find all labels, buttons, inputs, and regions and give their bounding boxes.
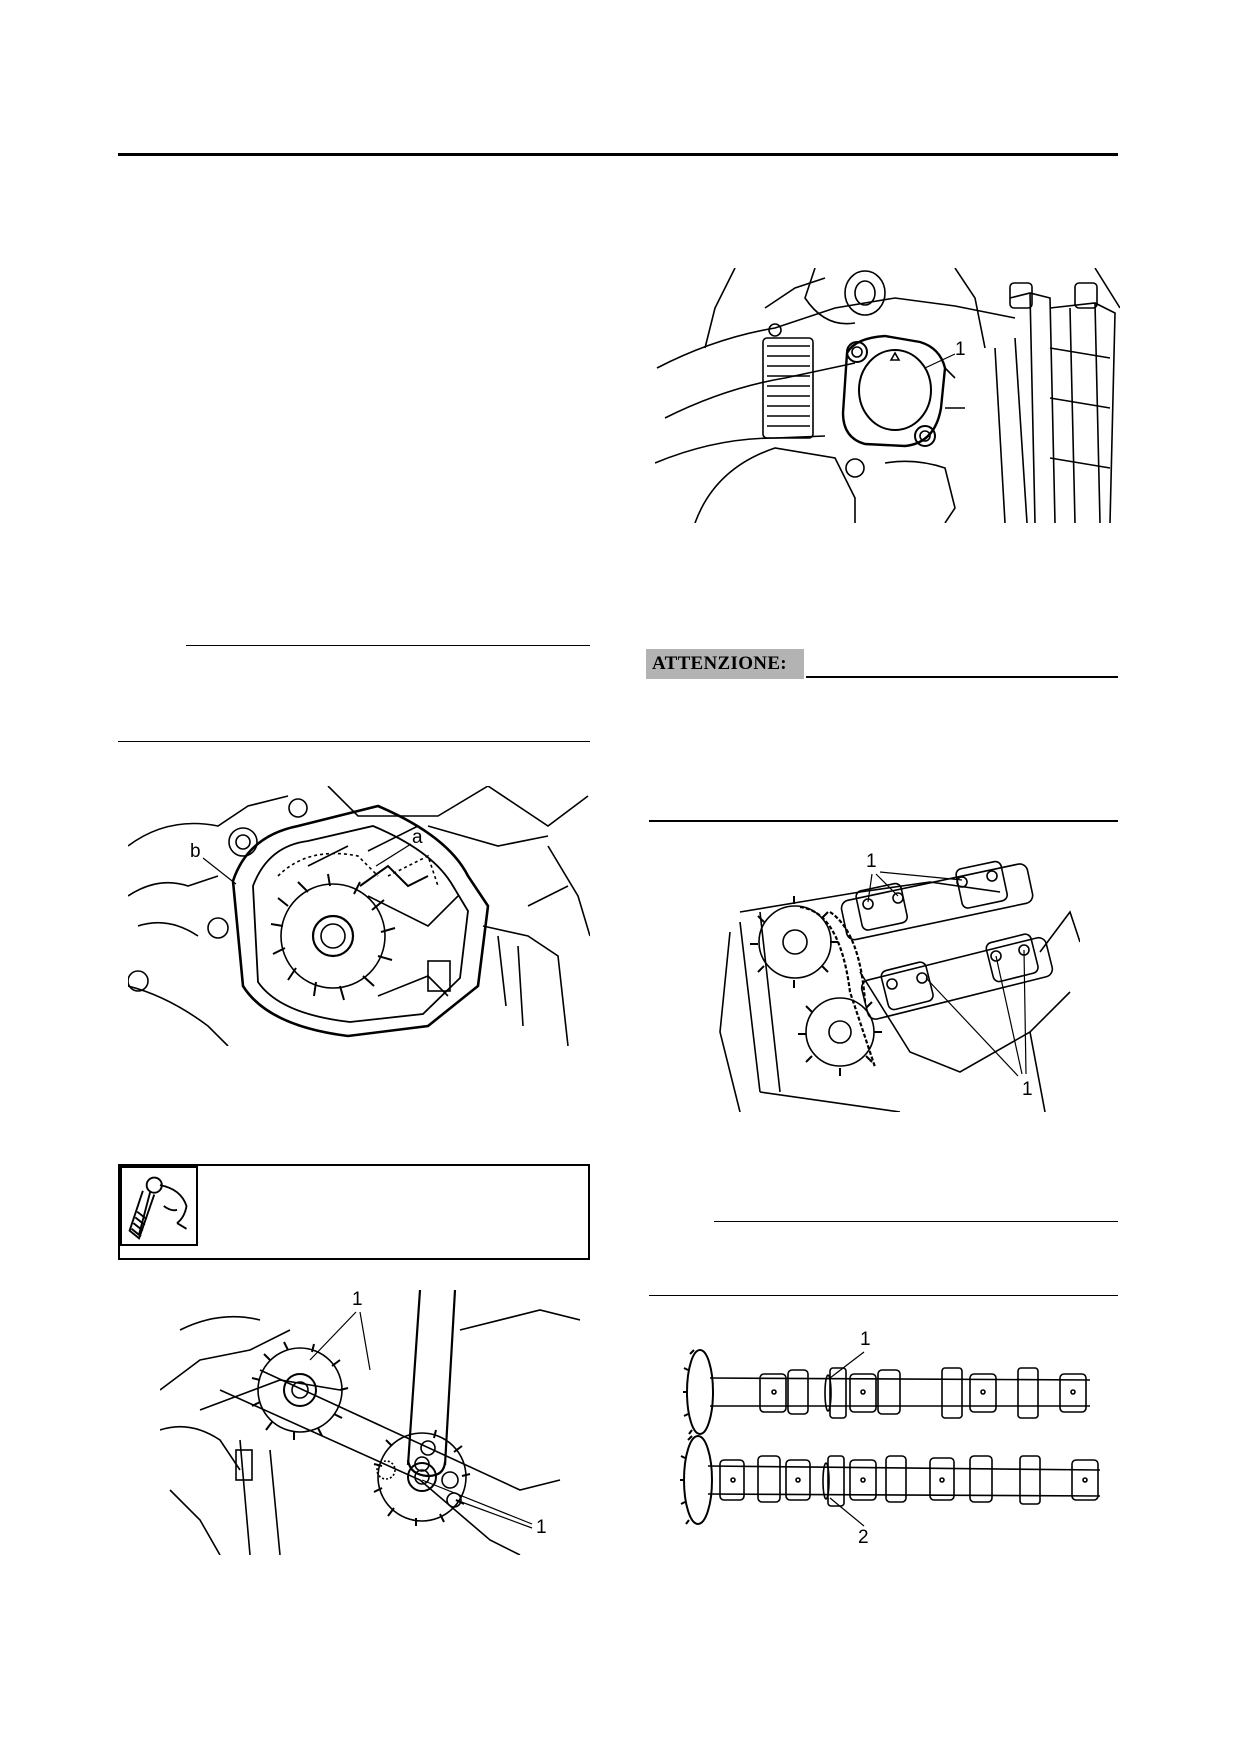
left-section-rule-1 [186,645,590,646]
figure-cover-plate: 1 [655,268,1120,523]
left-section-rule-2 [118,741,590,742]
wrench-tool-icon [120,1166,198,1246]
figure-sprocket-holder: 1 1 [160,1290,580,1555]
figure-camshaft-label-1: 1 [860,1330,871,1350]
figure-camshaft-label-2: 2 [858,1527,869,1548]
figure-sprocket-label-1-bottom: 1 [536,1517,547,1538]
figure-sprocket-label-1-top: 1 [352,1290,363,1310]
figure-head-label-1-top: 1 [866,852,877,872]
figure-camshafts: 1 2 [680,1330,1110,1550]
special-tool-box [118,1164,590,1260]
right-section-rule-3 [649,1295,1118,1296]
attention-label: ATTENZIONE: [646,649,804,679]
figure-timing-label-b: b [190,841,201,862]
right-section-rule-1 [649,820,1118,822]
figure-cylinder-head: 1 1 [700,852,1080,1112]
attention-rule [806,676,1118,678]
figure-cover-label-1: 1 [955,339,966,360]
figure-timing-chain: a b [128,786,590,1046]
figure-timing-label-a: a [412,827,423,848]
figure-head-label-1-bottom: 1 [1022,1079,1033,1100]
header-rule [118,153,1118,156]
right-section-rule-2 [714,1221,1118,1222]
